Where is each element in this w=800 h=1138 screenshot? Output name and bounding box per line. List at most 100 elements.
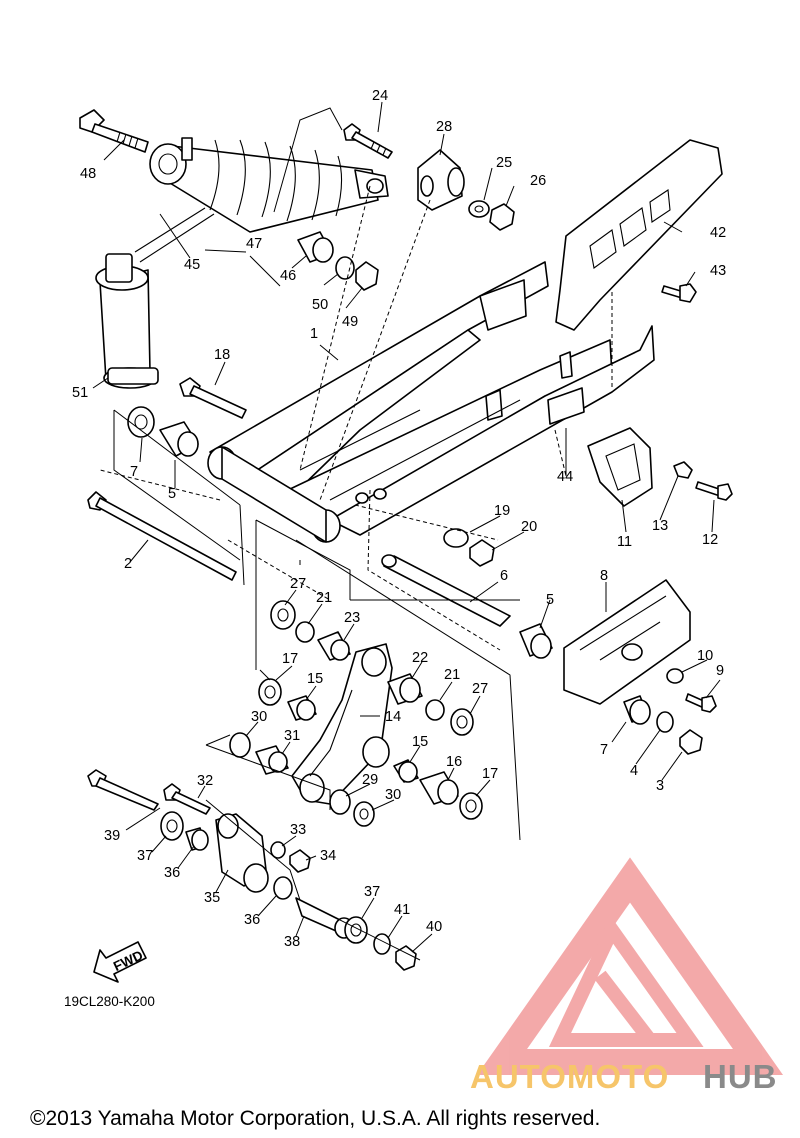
label-42: 42	[710, 225, 726, 241]
label-33: 33	[290, 822, 306, 838]
label-35: 35	[204, 890, 220, 906]
chain-puller-8	[563, 579, 691, 705]
dashed-lines	[99, 185, 613, 651]
collar-22	[387, 673, 423, 705]
label-12: 12	[702, 532, 718, 548]
oil-seal-17-right	[459, 792, 483, 820]
label-31: 31	[284, 728, 300, 744]
label-7-left: 7	[130, 464, 138, 480]
chain-guide-11	[587, 427, 653, 507]
label-17-right: 17	[482, 766, 498, 782]
oil-seal-37-left	[160, 811, 184, 841]
nut-20	[469, 539, 495, 567]
nut-3	[679, 729, 703, 755]
label-51: 51	[72, 385, 88, 401]
fwd-label: FWD	[111, 947, 145, 974]
label-32: 32	[197, 773, 213, 789]
label-39: 39	[104, 828, 120, 844]
label-13: 13	[652, 518, 668, 534]
watermark-brand-part1: AUTOMOTO	[470, 1058, 669, 1095]
collar-29	[329, 789, 351, 815]
label-4: 4	[630, 763, 638, 779]
label-10: 10	[697, 648, 713, 664]
copyright-footer: ©2013 Yamaha Motor Corporation, U.S.A. A…	[30, 1107, 600, 1130]
bolt-9	[685, 693, 717, 713]
connecting-rod-35	[215, 813, 269, 893]
label-18: 18	[214, 347, 230, 363]
collar-5-right	[519, 623, 553, 659]
label-21-left: 21	[316, 590, 332, 606]
fwd-arrow-icon	[93, 941, 147, 983]
washer-4	[656, 711, 674, 733]
label-36-right: 36	[244, 912, 260, 928]
bolt-43	[661, 283, 697, 303]
oil-seal-17-left	[258, 678, 282, 706]
label-46: 46	[280, 268, 296, 284]
chain-guard-42	[555, 139, 723, 331]
oil-seal-27-left	[270, 600, 296, 630]
label-6: 6	[500, 568, 508, 584]
label-29: 29	[362, 772, 378, 788]
watermark-brand-part2: HUB	[703, 1058, 778, 1095]
label-9: 9	[716, 663, 724, 679]
diagram-code: 19CL280-K200	[64, 994, 155, 1009]
label-43: 43	[710, 263, 726, 279]
collar-21-left	[295, 621, 315, 643]
label-30-left: 30	[251, 709, 267, 725]
label-14: 14	[385, 709, 401, 725]
nut-34	[289, 849, 311, 873]
oil-seal-27-right	[450, 708, 474, 736]
washer-19	[443, 528, 469, 548]
label-27-right: 27	[472, 681, 488, 697]
label-36-left: 36	[164, 865, 180, 881]
label-44: 44	[557, 469, 573, 485]
washer-13	[673, 461, 693, 479]
label-48: 48	[80, 166, 96, 182]
label-16: 16	[446, 754, 462, 770]
label-28: 28	[436, 119, 452, 135]
collar-36-left	[185, 827, 209, 851]
bolt-39	[87, 769, 159, 811]
label-26: 26	[530, 173, 546, 189]
oil-seal-7-left	[127, 406, 155, 438]
label-27-left: 27	[290, 576, 306, 592]
watermark-logo	[476, 857, 784, 1075]
label-49: 49	[342, 314, 358, 330]
label-45: 45	[184, 257, 200, 273]
bracket-28	[417, 149, 465, 211]
label-15-left: 15	[307, 671, 323, 687]
oil-seal-37-right	[344, 916, 368, 944]
label-21-right: 21	[444, 667, 460, 683]
collar-7-right	[623, 695, 651, 725]
collar-21-right	[425, 699, 445, 721]
label-5-left: 5	[168, 486, 176, 502]
bolt-12	[695, 481, 733, 501]
label-47: 47	[246, 236, 262, 252]
collar-16	[419, 771, 459, 805]
collar-15-left	[287, 695, 317, 721]
label-17-left: 17	[282, 651, 298, 667]
label-20: 20	[521, 519, 537, 535]
shaft-2	[87, 491, 237, 581]
collar-15-right	[393, 759, 419, 783]
swingarm-1	[207, 261, 655, 543]
label-15-right: 15	[412, 734, 428, 750]
collar-5-left	[159, 421, 199, 457]
pivot-shaft-6	[381, 554, 511, 627]
label-34: 34	[320, 848, 336, 864]
label-25: 25	[496, 155, 512, 171]
part-number-labels: 1 2 3 4 5 5 6 7 7 8 9 10 11 12 13 14 15 …	[72, 88, 726, 950]
label-23: 23	[344, 610, 360, 626]
nut-40	[395, 945, 417, 971]
washer-10	[666, 668, 684, 684]
washer-25	[468, 200, 490, 218]
assembly-lines	[113, 409, 521, 961]
label-22: 22	[412, 650, 428, 666]
collar-31	[255, 745, 289, 775]
washer-50	[335, 256, 355, 280]
label-7-right: 7	[600, 742, 608, 758]
oil-seal-30-left	[229, 732, 251, 758]
collar-36-right	[273, 876, 293, 900]
collar-23	[317, 631, 351, 661]
